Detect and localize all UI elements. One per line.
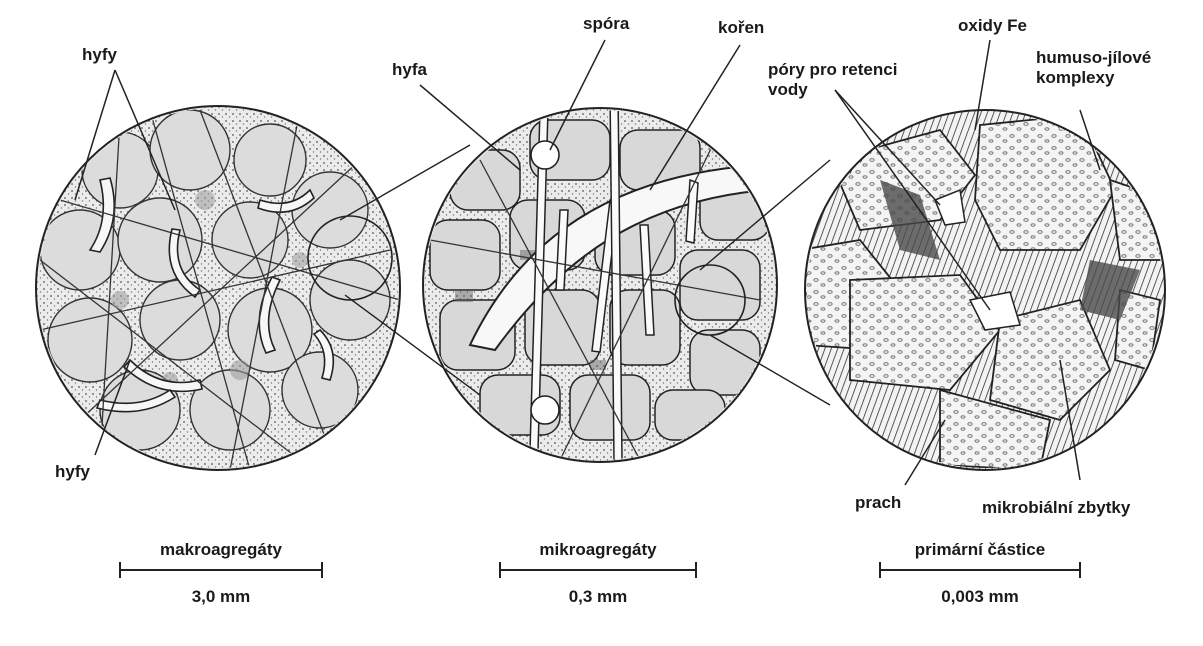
scale-value-mikroagregaty: 0,3 mm <box>488 587 708 607</box>
label-hyfa-micro: hyfa <box>392 60 427 80</box>
label-pory-pro-retenci-vody: póry pro retenci vody <box>768 60 897 100</box>
label-humuso-jilove-komplexy: humuso-jílové komplexy <box>1036 48 1151 88</box>
scale-value-makroagregaty: 3,0 mm <box>111 587 331 607</box>
label-prach: prach <box>855 493 901 513</box>
label-hyfy-macro-top: hyfy <box>82 45 117 65</box>
label-hyfy-macro-bottom: hyfy <box>55 462 90 482</box>
spore-2 <box>531 396 559 424</box>
scale-title-primarni-castice: primární částice <box>870 540 1090 560</box>
microaggregate <box>423 90 777 462</box>
primary-particles <box>800 110 1170 470</box>
label-mikrobialni-zbytky: mikrobiální zbytky <box>982 498 1130 518</box>
scale-title-mikroagregaty: mikroagregáty <box>488 540 708 560</box>
spore <box>531 141 559 169</box>
macroaggregate <box>36 106 400 470</box>
label-spora: spóra <box>583 14 629 34</box>
label-oxidy-fe: oxidy Fe <box>958 16 1027 36</box>
scale-title-makroagregaty: makroagregáty <box>111 540 331 560</box>
scale-bars <box>120 562 1080 578</box>
scale-value-primarni-castice: 0,003 mm <box>870 587 1090 607</box>
label-koren: kořen <box>718 18 764 38</box>
